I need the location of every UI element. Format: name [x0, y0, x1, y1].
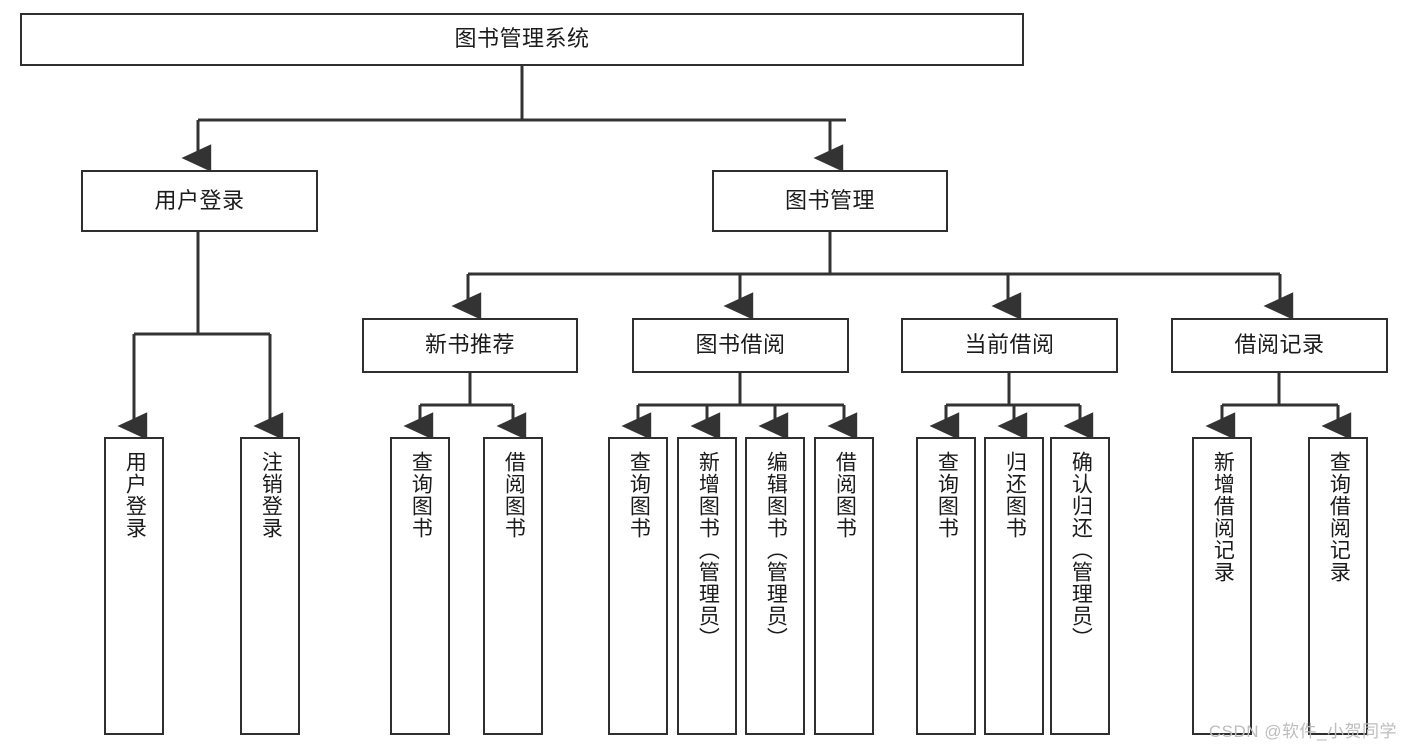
node-leaf-add-book[interactable]: 新增图书（管理员） — [677, 437, 737, 735]
node-root-label: 图书管理系统 — [454, 26, 590, 52]
node-leaf-confirm-return-label: 确认归还（管理员） — [1069, 451, 1093, 649]
node-book-manage-label: 图书管理 — [784, 187, 875, 213]
node-leaf-confirm-return[interactable]: 确认归还（管理员） — [1050, 437, 1110, 735]
node-leaf-return-book[interactable]: 归还图书 — [984, 437, 1044, 735]
node-leaf-add-record[interactable]: 新增借阅记录 — [1192, 437, 1252, 735]
csdn-watermark: CSDN @软件_小贺同学 — [1208, 722, 1397, 741]
node-leaf-borrow-book-1-label: 借阅图书 — [502, 451, 526, 539]
node-leaf-borrow-book-1[interactable]: 借阅图书 — [483, 437, 543, 735]
node-user-login[interactable]: 用户登录 — [81, 170, 318, 232]
node-leaf-query-book-1-label: 查询图书 — [409, 451, 433, 539]
node-leaf-edit-book-label: 编辑图书（管理员） — [764, 451, 788, 649]
node-leaf-user-login[interactable]: 用户登录 — [104, 437, 164, 735]
node-new-book-rec-label: 新书推荐 — [424, 332, 515, 358]
node-borrow-record-label: 借阅记录 — [1234, 332, 1325, 358]
node-current-borrow-label: 当前借阅 — [964, 332, 1055, 358]
node-leaf-query-book-1[interactable]: 查询图书 — [390, 437, 450, 735]
node-leaf-user-logout[interactable]: 注销登录 — [240, 437, 300, 735]
node-leaf-user-login-label: 用户登录 — [123, 451, 147, 539]
node-root[interactable]: 图书管理系统 — [20, 13, 1024, 66]
node-user-login-label: 用户登录 — [154, 187, 245, 213]
node-book-borrow[interactable]: 图书借阅 — [632, 318, 849, 373]
node-leaf-query-book-3[interactable]: 查询图书 — [916, 437, 976, 735]
node-book-manage[interactable]: 图书管理 — [712, 170, 948, 232]
node-leaf-return-book-label: 归还图书 — [1003, 451, 1027, 539]
node-leaf-user-logout-label: 注销登录 — [259, 451, 283, 539]
node-leaf-borrow-book-2-label: 借阅图书 — [833, 451, 857, 539]
node-borrow-record[interactable]: 借阅记录 — [1171, 318, 1388, 373]
node-leaf-borrow-book-2[interactable]: 借阅图书 — [814, 437, 874, 735]
node-leaf-query-book-2[interactable]: 查询图书 — [608, 437, 668, 735]
node-leaf-query-book-2-label: 查询图书 — [627, 451, 651, 539]
node-leaf-add-record-label: 新增借阅记录 — [1211, 451, 1235, 583]
node-leaf-query-record-label: 查询借阅记录 — [1327, 451, 1351, 583]
node-leaf-edit-book[interactable]: 编辑图书（管理员） — [745, 437, 805, 735]
node-leaf-add-book-label: 新增图书（管理员） — [696, 451, 720, 649]
node-leaf-query-book-3-label: 查询图书 — [935, 451, 959, 539]
node-new-book-rec[interactable]: 新书推荐 — [362, 318, 578, 373]
node-current-borrow[interactable]: 当前借阅 — [901, 318, 1118, 373]
node-leaf-query-record[interactable]: 查询借阅记录 — [1308, 437, 1368, 735]
node-book-borrow-label: 图书借阅 — [695, 332, 786, 358]
